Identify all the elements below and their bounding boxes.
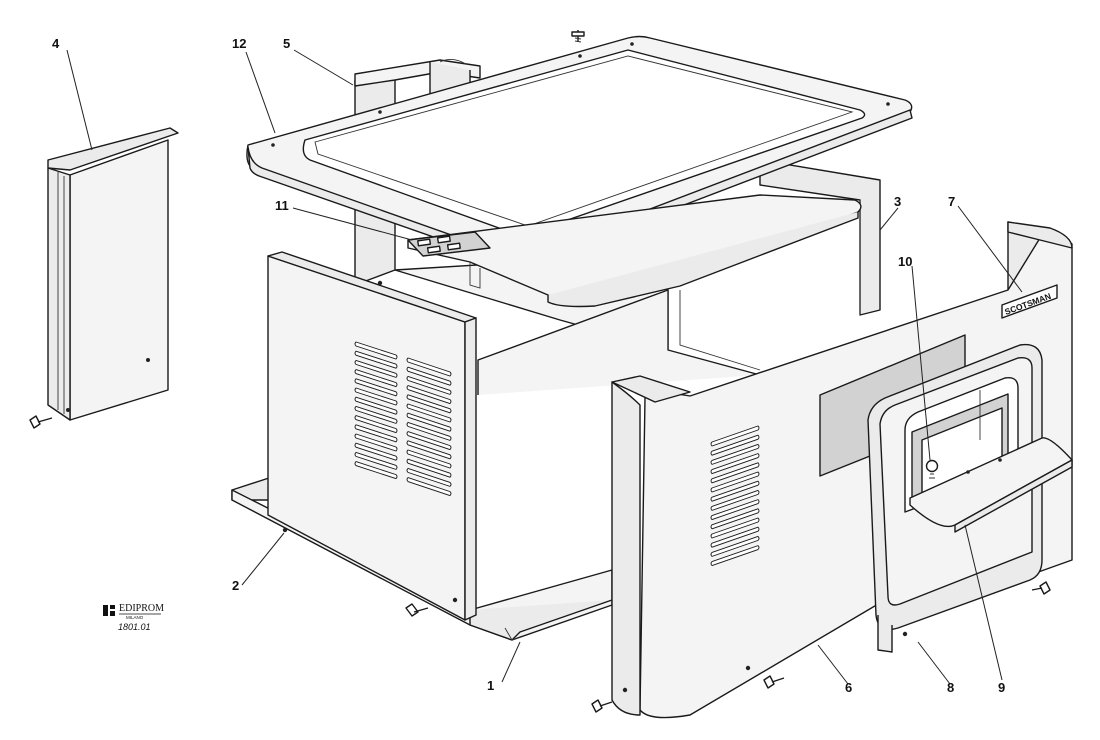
top-lid (246, 35, 913, 266)
ediprom-logo: EDIPROM MILANO 1801.01 (103, 603, 164, 632)
callout-5: 5 (283, 36, 290, 51)
vent-slot (710, 434, 760, 456)
vent-slot (354, 387, 398, 406)
vent-slot (354, 378, 398, 397)
callout-3: 3 (894, 194, 901, 209)
front-wrap-panel (611, 221, 1073, 719)
vent-slot (710, 489, 760, 511)
callout-6: 6 (845, 680, 852, 695)
logo-tagline: MILANO (126, 615, 144, 620)
callout-11: 11 (275, 198, 289, 213)
vent-slot (406, 458, 452, 478)
vent-slot (354, 341, 398, 360)
vent-slot (710, 453, 760, 475)
callout-2: 2 (232, 578, 239, 593)
leader-lines (66, 49, 1023, 685)
vent-slot (710, 425, 760, 447)
vent-slot (406, 385, 452, 405)
vent-slot (710, 526, 760, 548)
vent-slot (354, 350, 398, 369)
rear-left-panel (47, 127, 179, 421)
lid-screw (571, 30, 585, 43)
vent-slot (406, 375, 452, 395)
vent-slot (354, 359, 398, 378)
vent-slot (354, 369, 398, 388)
vent-slot (710, 443, 760, 465)
vent-slot (406, 412, 452, 432)
vent-slot (406, 394, 452, 414)
vent-slot (710, 462, 760, 484)
vent-slot (406, 366, 452, 386)
vent-slot (710, 517, 760, 539)
callout-12: 12 (232, 36, 246, 51)
vent-slot (406, 403, 452, 423)
vent-slot (406, 431, 452, 451)
left-vent-grille (354, 341, 452, 497)
door-frame-screw (1031, 581, 1051, 595)
callout-1: 1 (487, 678, 494, 693)
logo-name: EDIPROM (119, 603, 164, 614)
vent-slot (354, 461, 398, 480)
drip-tray (909, 437, 1073, 533)
callout-9: 9 (998, 680, 1005, 695)
vent-slot (710, 545, 760, 567)
vent-slot (406, 449, 452, 469)
vent-slot (406, 421, 452, 441)
control-strip (407, 231, 491, 257)
callout-10: 10 (898, 254, 912, 269)
vent-slot (354, 405, 398, 424)
callout-labels: 4 12 5 11 3 7 10 2 1 6 8 9 (52, 36, 1005, 695)
front-panel-screw-left (591, 699, 613, 713)
vent-slot (354, 451, 398, 470)
vent-slot (406, 477, 452, 497)
vent-slot (354, 433, 398, 452)
vent-slot (406, 357, 452, 377)
callout-8: 8 (947, 680, 954, 695)
inner-frame (354, 71, 881, 395)
vent-slot (710, 471, 760, 493)
vent-slot (710, 508, 760, 530)
left-panel-screw (405, 603, 429, 617)
inner-shelf (407, 194, 862, 308)
front-panel-screw-mid (763, 675, 785, 689)
left-side-panel (267, 251, 477, 621)
dispenser-button (925, 459, 939, 479)
vent-slot (354, 415, 398, 434)
rear-left-screw (29, 415, 53, 429)
callout-7: 7 (948, 194, 955, 209)
vent-slot (354, 396, 398, 415)
logo-code: 1801.01 (118, 622, 151, 632)
callout-4: 4 (52, 36, 60, 51)
vent-slot (354, 424, 398, 443)
vent-slot (406, 467, 452, 487)
front-vent-grille (710, 425, 760, 567)
vent-slot (406, 440, 452, 460)
base-plate (231, 475, 613, 641)
vent-slot (354, 442, 398, 461)
vent-slot (710, 480, 760, 502)
vent-slot (710, 535, 760, 557)
vent-slot (710, 499, 760, 521)
